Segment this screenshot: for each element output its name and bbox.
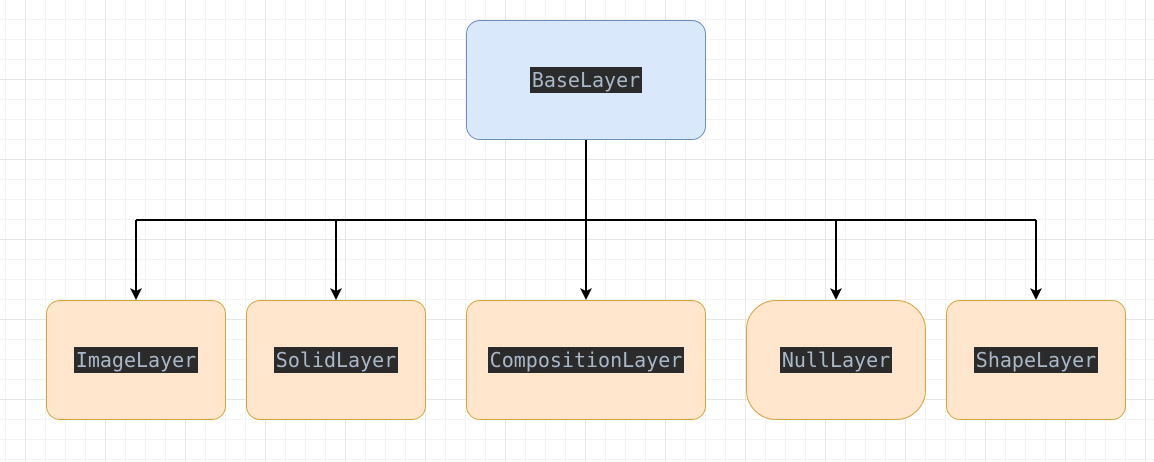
node-label: CompositionLayer — [487, 347, 685, 373]
node-shapelayer[interactable]: ShapeLayer — [946, 300, 1126, 420]
node-label: BaseLayer — [529, 67, 643, 93]
node-label: SolidLayer — [273, 347, 399, 373]
node-imagelayer[interactable]: ImageLayer — [46, 300, 226, 420]
node-label: NullLayer — [779, 347, 893, 373]
node-label: ShapeLayer — [973, 347, 1099, 373]
node-compositionlayer[interactable]: CompositionLayer — [466, 300, 706, 420]
node-nulllayer[interactable]: NullLayer — [746, 300, 926, 420]
node-baselayer[interactable]: BaseLayer — [466, 20, 706, 140]
node-solidlayer[interactable]: SolidLayer — [246, 300, 426, 420]
node-label: ImageLayer — [73, 347, 199, 373]
